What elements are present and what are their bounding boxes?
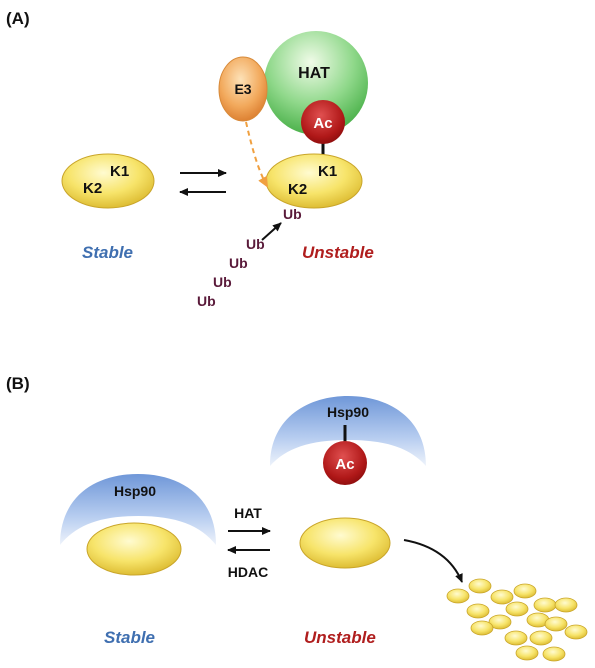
hat-label-b: HAT (234, 505, 262, 521)
degradation-arrow (403, 539, 463, 583)
ub-chain-2: Ub (229, 255, 248, 271)
unstable-label-b: Unstable (304, 628, 376, 647)
e3-label: E3 (234, 81, 251, 97)
ub-chain-1: Ub (246, 236, 265, 252)
lysine-k2-left: K2 (83, 180, 102, 197)
hdac-label-b: HDAC (228, 564, 268, 580)
e3-dashed-arrow (245, 121, 268, 188)
hsp90-chaperone-right: Hsp90 (270, 396, 426, 466)
acetyl-group-b: Ac (323, 441, 367, 485)
lysine-k1-left: K1 (110, 163, 129, 180)
lysine-k2-right: K2 (288, 181, 307, 198)
stable-protein-b (86, 522, 182, 576)
unstable-protein-a: K1 K2 (265, 153, 363, 209)
ub-chain-4: Ub (197, 293, 216, 309)
unstable-label-a: Unstable (302, 243, 374, 262)
ac-label-a: Ac (313, 115, 332, 132)
hat-label: HAT (298, 65, 330, 82)
hsp90-label-left: Hsp90 (114, 483, 156, 499)
acetyl-group-a: Ac (301, 100, 345, 144)
e3-ligase: E3 (218, 56, 268, 122)
degraded-fragments (446, 578, 588, 662)
stable-label-b: Stable (104, 628, 155, 647)
ub-chain-3: Ub (213, 274, 232, 290)
panel-a-label: (A) (6, 9, 30, 28)
hsp90-label-right: Hsp90 (327, 404, 369, 420)
hsp90-chaperone-left: Hsp90 (60, 474, 216, 545)
stable-protein-a: K1 K2 (61, 153, 155, 209)
equilibrium-arrows-a (179, 169, 227, 196)
unstable-protein-b (299, 517, 391, 569)
panel-b-label: (B) (6, 374, 30, 393)
ub-chain-arrow (261, 222, 282, 241)
lysine-k1-right: K1 (318, 163, 337, 180)
equilibrium-arrows-b: HAT HDAC (227, 505, 271, 580)
stable-label-a: Stable (82, 243, 133, 262)
ub-attached: Ub (283, 206, 302, 222)
hat-enzyme: HAT (264, 31, 368, 135)
ac-label-b: Ac (335, 456, 354, 473)
